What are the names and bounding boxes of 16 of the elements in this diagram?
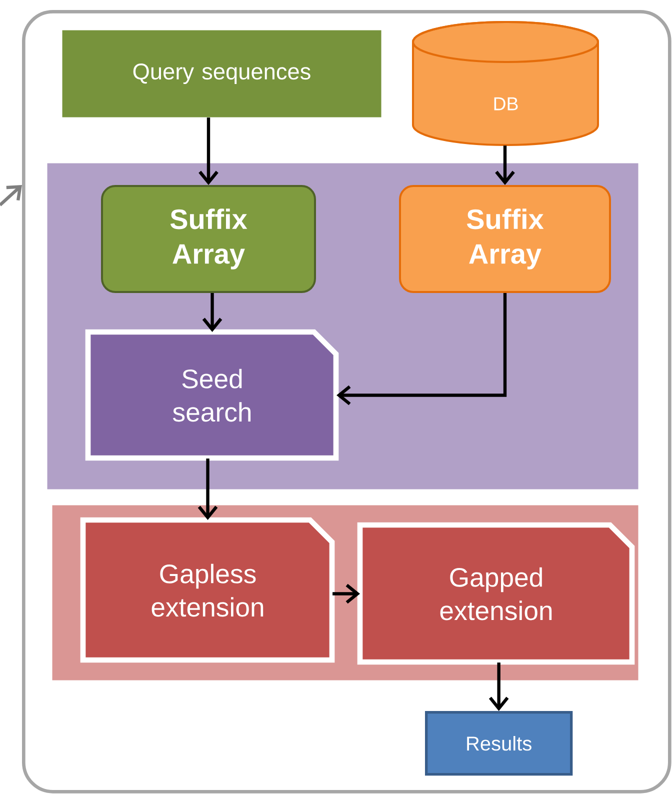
arrow <box>198 458 218 520</box>
arrow <box>332 584 360 604</box>
arrow <box>0 185 22 206</box>
database-cylinder: DB <box>412 21 599 146</box>
arrow <box>495 146 515 186</box>
arrow <box>198 118 218 186</box>
process-box: Suffix Array <box>399 185 611 294</box>
process-box: Suffix Array <box>101 185 316 294</box>
process-box: Gapped extension <box>357 522 635 665</box>
process-box: Gapless extension <box>80 517 335 663</box>
arrow <box>488 662 509 711</box>
arrow <box>202 293 222 332</box>
arrow <box>336 293 507 406</box>
process-box: Seed search <box>85 329 339 461</box>
process-box: Query sequences <box>62 30 382 118</box>
process-box: Results <box>425 711 573 776</box>
